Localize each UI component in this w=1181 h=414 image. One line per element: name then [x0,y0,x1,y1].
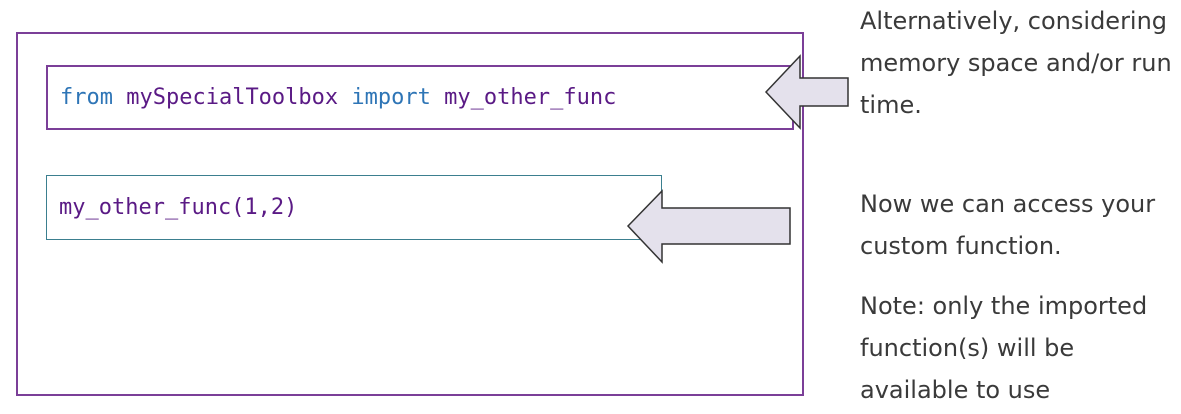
keyword-import: import [351,85,431,110]
module-name: mySpecialToolbox [126,85,339,110]
import-code-cell: from mySpecialToolbox import my_other_fu… [46,65,794,130]
left-arrow-icon [764,54,849,130]
keyword-from: from [60,85,113,110]
imported-function-name: my_other_func [444,85,617,110]
outer-frame [16,32,804,396]
note-access-function: Now we can access your custom function. [860,190,1156,260]
function-call: my_other_func(1,2) [59,195,298,220]
note-imported-only: Note: only the imported function(s) will… [860,292,1148,404]
left-arrow-icon [626,189,791,264]
note-alternatively: Alternatively, considering memory space … [860,7,1172,119]
function-call-code-cell: my_other_func(1,2) [46,175,662,240]
